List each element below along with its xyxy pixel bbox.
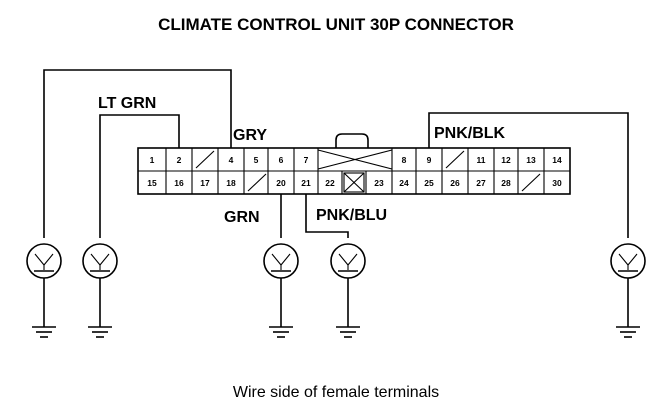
pin-labels-bottom: 15 16 17 18 20 21 22 23 24 25 26 27 28 3…	[147, 178, 562, 188]
pin-label: 13	[526, 155, 536, 165]
pin-label: 6	[279, 155, 284, 165]
pin-label: 8	[402, 155, 407, 165]
pin-label: 26	[450, 178, 460, 188]
blocked-cavity-small-x	[343, 172, 365, 193]
pin-label: 14	[552, 155, 562, 165]
bottom-row-dividers	[165, 171, 545, 194]
wire-pnk-blu	[305, 194, 349, 238]
blocked-cavity-x	[317, 149, 393, 170]
pin-label: 27	[476, 178, 486, 188]
pin-label: 21	[301, 178, 311, 188]
pin-label: 5	[254, 155, 259, 165]
pin-label: 2	[177, 155, 182, 165]
diagram-title: CLIMATE CONTROL UNIT 30P CONNECTOR	[158, 15, 514, 34]
connector-latch	[335, 133, 369, 148]
test-light-icon	[26, 243, 62, 338]
pin-label: 4	[229, 155, 234, 165]
pin-label: 24	[399, 178, 409, 188]
pin-label: 28	[501, 178, 511, 188]
wire-label-gry: GRY	[233, 127, 267, 144]
diagram-caption: Wire side of female terminals	[233, 384, 439, 401]
pin-label: 18	[226, 178, 236, 188]
pin-label: 9	[427, 155, 432, 165]
pin-label: 17	[200, 178, 210, 188]
wires	[43, 69, 629, 238]
pin-label: 15	[147, 178, 157, 188]
pin-label: 12	[501, 155, 511, 165]
wire-label-pnk-blk: PNK/BLK	[434, 125, 506, 142]
pin-label: 23	[374, 178, 384, 188]
test-light-icon	[82, 243, 118, 338]
pin-label: 1	[150, 155, 155, 165]
test-light-icon	[610, 243, 646, 338]
pin-label: 20	[276, 178, 286, 188]
top-row-dividers	[165, 148, 545, 171]
pin-labels-top: 1 2 4 5 6 7 8 9 11 12 13 14	[150, 155, 562, 165]
test-light-icon	[263, 243, 299, 338]
pin-label: 16	[174, 178, 184, 188]
pin-label: 22	[325, 178, 335, 188]
wire-lt-grn	[99, 114, 180, 238]
wire-pnk-blk	[428, 112, 629, 238]
wire-label-lt-grn: LT GRN	[98, 95, 156, 112]
wire-gry	[43, 69, 232, 238]
test-light-icon	[330, 243, 366, 338]
pin-label: 30	[552, 178, 562, 188]
pin-label: 25	[424, 178, 434, 188]
wire-label-grn: GRN	[224, 209, 260, 226]
pin-label: 11	[477, 155, 486, 165]
wire-label-pnk-blu: PNK/BLU	[316, 207, 387, 224]
pin-label: 7	[304, 155, 309, 165]
unused-cavity-marks	[195, 150, 541, 192]
